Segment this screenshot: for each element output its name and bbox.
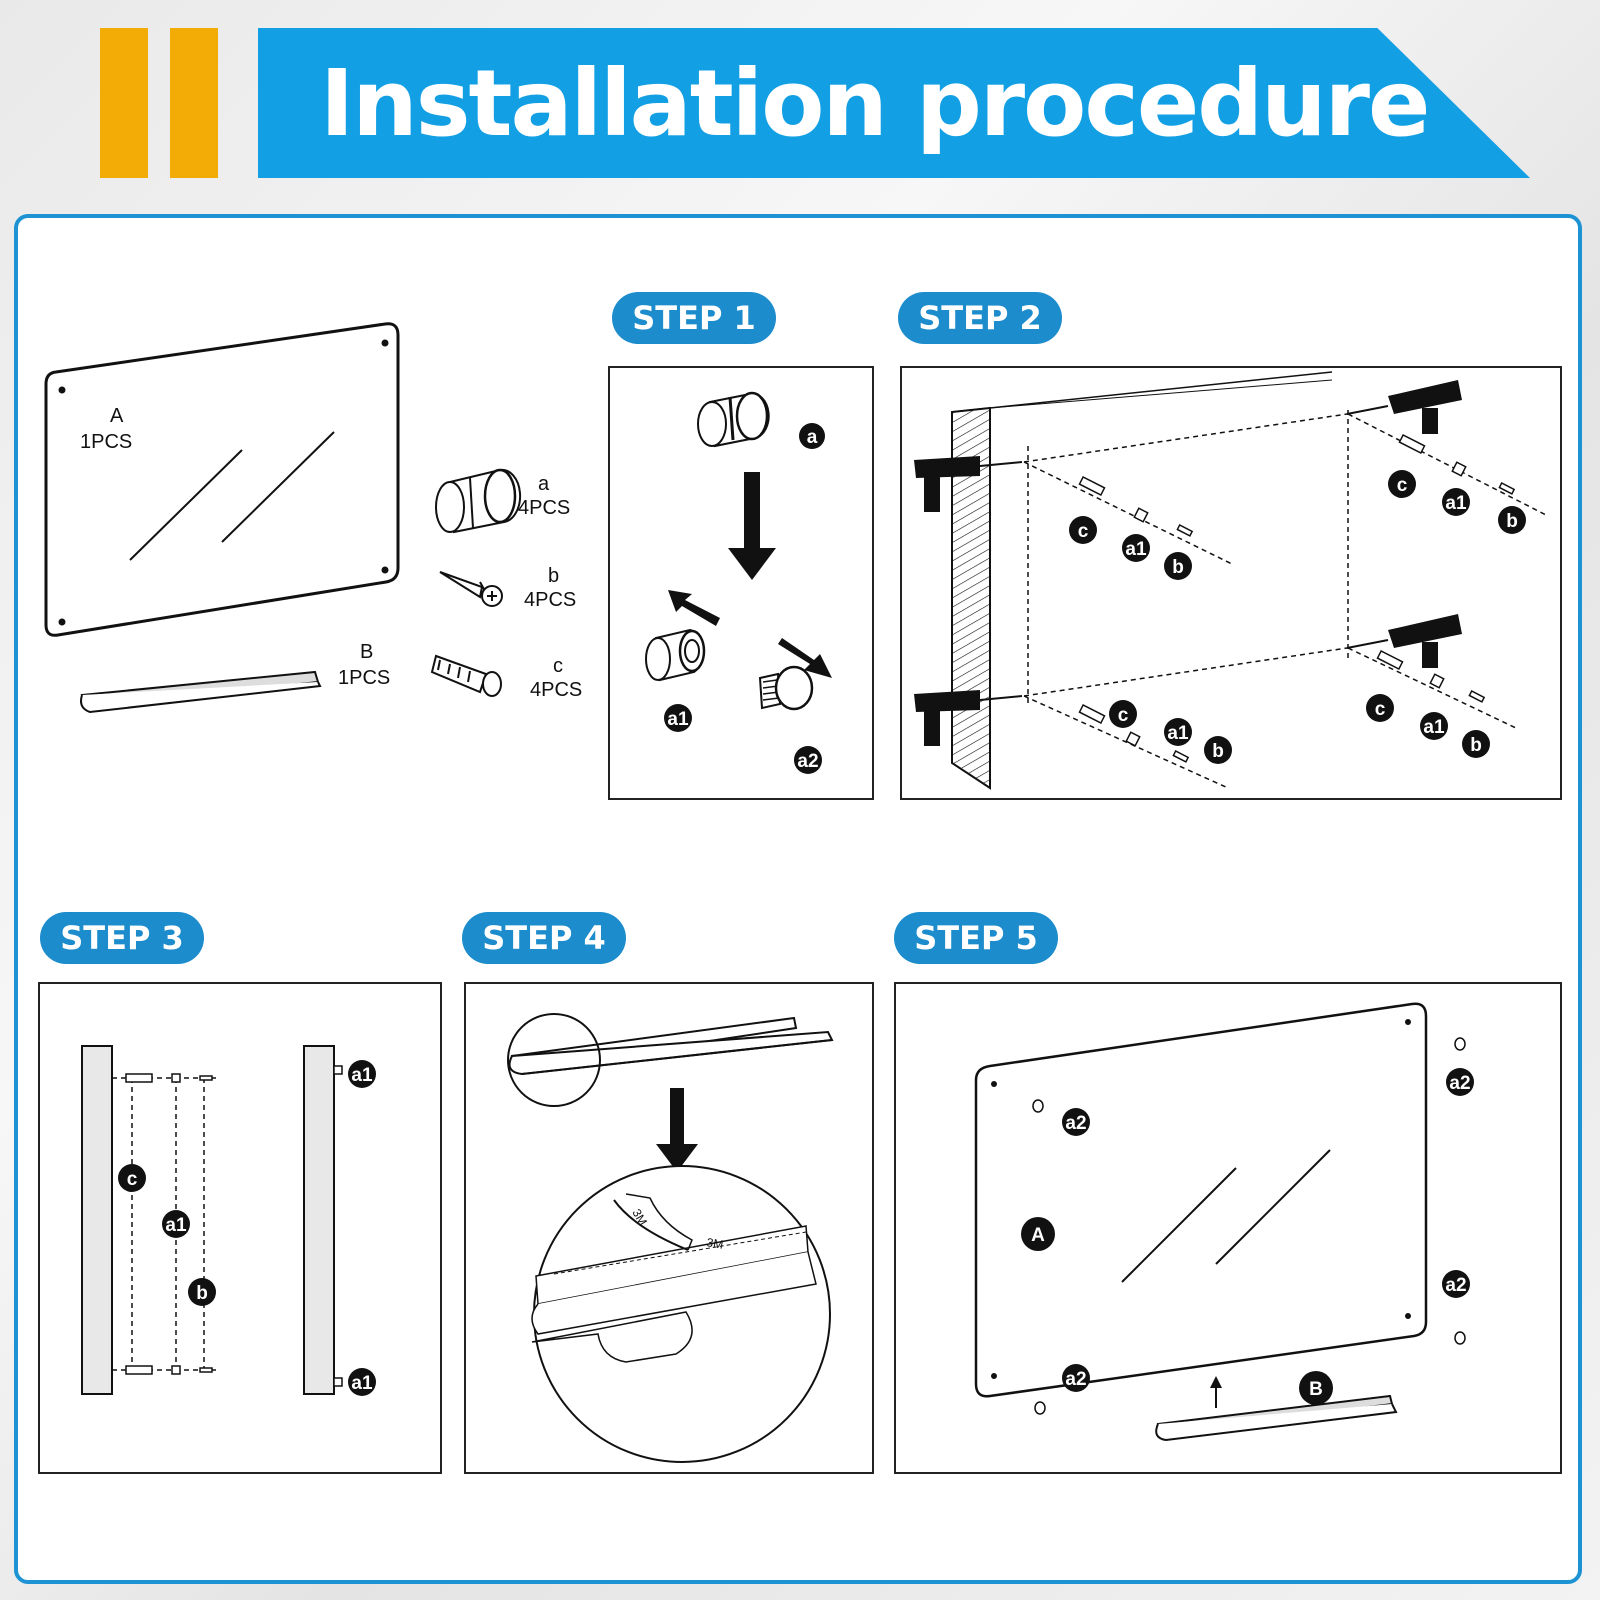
hardware-row [125, 1065, 343, 1387]
callout-a2: a2 [1065, 1369, 1086, 1390]
glass-board-A-illustration [44, 322, 400, 637]
sleeve-a1-illustration [645, 628, 706, 682]
step-2-badge: STEP 2 [898, 292, 1062, 344]
part-A-letter: A [110, 405, 124, 427]
part-c-letter: c [553, 655, 563, 677]
callout-a1: a1 [351, 1373, 373, 1394]
tape-detail [531, 1193, 817, 1363]
step-4-badge: STEP 4 [462, 912, 626, 964]
down-arrow-icon [728, 472, 776, 580]
callout-c: c [127, 1169, 138, 1190]
hardware-sequence [1078, 433, 1516, 763]
dashed-guide-lines [1023, 410, 1549, 789]
wall-section [951, 371, 1333, 790]
tray-B-illustration [1155, 1394, 1398, 1442]
drill-icon [914, 456, 1023, 512]
drill-icon [1346, 614, 1462, 668]
standoff-a-illustration [697, 391, 770, 448]
svg-text:b: b [1212, 741, 1224, 762]
svg-text:c: c [1118, 705, 1129, 726]
step-2-callouts: c a1 b c a1 b c a1 b c a1 b [1069, 470, 1526, 764]
down-arrow-icon [656, 1088, 698, 1172]
callout-a2: a2 [1065, 1113, 1086, 1134]
up-arrow-icon [1210, 1376, 1222, 1408]
part-B-qty: 1PCS [338, 667, 390, 689]
callout-a1: a1 [667, 709, 689, 730]
svg-text:b: b [1506, 511, 1518, 532]
down-right-arrow-icon [778, 638, 832, 678]
svg-text:a1: a1 [1125, 539, 1147, 560]
callout-a: a [807, 427, 818, 448]
callout-a1: a1 [165, 1215, 187, 1236]
tray-B-illustration [80, 670, 322, 714]
glass-board-A-illustration [974, 1002, 1428, 1398]
callout-B: B [1309, 1379, 1323, 1400]
part-c-qty: 4PCS [530, 679, 582, 701]
step-5-badge: STEP 5 [894, 912, 1058, 964]
svg-text:a1: a1 [1167, 723, 1189, 744]
detail-circle-small [507, 1013, 601, 1107]
part-b-letter: b [548, 565, 559, 587]
step-4-panel: 3M 3M [464, 982, 874, 1474]
svg-text:c: c [1397, 475, 1408, 496]
page-title: Installation procedure [320, 49, 1430, 157]
anchor-c-illustration [430, 654, 502, 697]
svg-text:c: c [1375, 699, 1386, 720]
part-a-qty: 4PCS [518, 497, 570, 519]
drill-icon [1346, 380, 1462, 434]
part-A-qty: 1PCS [80, 431, 132, 453]
part-b-qty: 4PCS [524, 589, 576, 611]
step-1-panel: a a1 a2 [608, 366, 874, 800]
drill-icon [914, 690, 1023, 746]
accent-bars [100, 28, 218, 178]
up-left-arrow-icon [668, 590, 720, 626]
step-3-badge: STEP 3 [40, 912, 204, 964]
wall-edge-left [81, 1045, 113, 1395]
screw-b-illustration [439, 571, 503, 607]
tray-B-illustration [508, 1016, 834, 1076]
tape-label: 3M [705, 1235, 724, 1252]
svg-text:b: b [1172, 557, 1184, 578]
callout-a2: a2 [797, 751, 818, 772]
wall-edge-right [303, 1045, 335, 1395]
step-1-badge: STEP 1 [612, 292, 776, 344]
standoff-caps [1032, 1037, 1466, 1415]
svg-text:b: b [1470, 735, 1482, 756]
callout-A: A [1031, 1225, 1045, 1246]
svg-text:a1: a1 [1445, 493, 1467, 514]
svg-text:a1: a1 [1423, 717, 1445, 738]
title-banner: Installation procedure [258, 28, 1530, 178]
callout-b: b [196, 1283, 208, 1304]
standoff-a-illustration [435, 468, 522, 534]
callout-a2: a2 [1445, 1275, 1466, 1296]
part-B-letter: B [360, 641, 373, 663]
cap-a2-illustration [758, 665, 814, 711]
step-2-panel: c a1 b c a1 b c a1 b c a1 b [900, 366, 1562, 800]
callout-a1: a1 [351, 1065, 373, 1086]
step-3-panel: c a1 b a1 a1 [38, 982, 442, 1474]
callout-a2: a2 [1449, 1073, 1470, 1094]
svg-text:c: c [1078, 521, 1089, 542]
step-5-panel: a2 a2 a2 a2 A B [894, 982, 1562, 1474]
parts-list: A 1PCS B 1PCS a 4PCS b 4PCS c 4PCS [44, 322, 582, 714]
part-a-letter: a [538, 473, 550, 495]
